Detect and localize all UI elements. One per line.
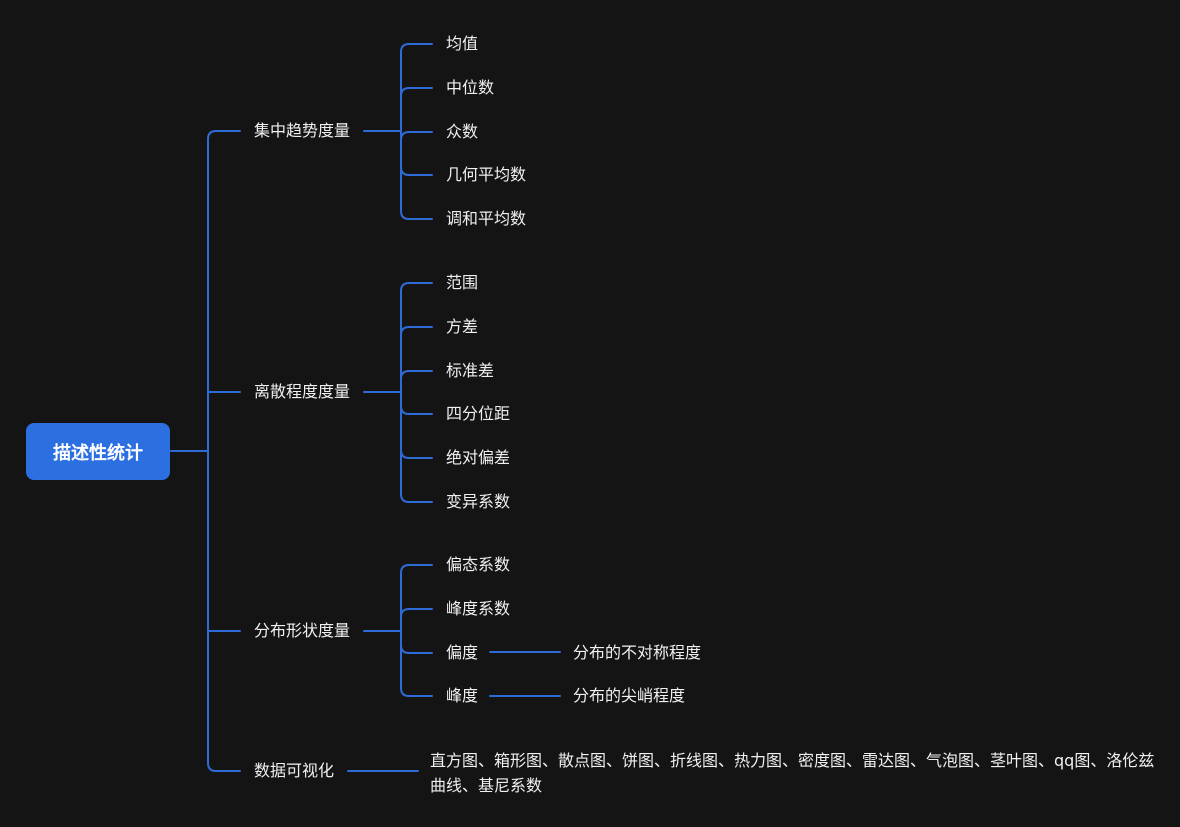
leaf-harmonic-mean[interactable]: 调和平均数	[446, 209, 527, 228]
leaf-skewness-coefficient[interactable]: 偏态系数	[446, 555, 511, 574]
leaf-absolute-deviation[interactable]: 绝对偏差	[446, 448, 511, 467]
leaf-visualization-list[interactable]: 直方图、箱形图、散点图、饼图、折线图、热力图、密度图、雷达图、气泡图、茎叶图、q…	[430, 751, 1155, 795]
leaf-skewness[interactable]: 偏度	[446, 643, 479, 662]
leaf-range[interactable]: 范围	[446, 273, 479, 292]
leaf-variance[interactable]: 方差	[446, 317, 479, 336]
leaf-median[interactable]: 中位数	[446, 78, 495, 97]
branch-central-tendency[interactable]: 集中趋势度量	[254, 121, 351, 140]
leaf-standard-deviation[interactable]: 标准差	[446, 361, 495, 380]
root-node[interactable]: 描述性统计	[26, 423, 170, 480]
leaf-interquartile-range[interactable]: 四分位距	[446, 404, 511, 423]
leaf-kurtosis[interactable]: 峰度	[446, 686, 479, 705]
leaf-coefficient-of-variation[interactable]: 变异系数	[446, 492, 511, 511]
branch-visualization[interactable]: 数据可视化	[254, 761, 335, 780]
branch-distribution-shape[interactable]: 分布形状度量	[254, 621, 351, 640]
leaf-mode[interactable]: 众数	[446, 122, 479, 141]
note-skewness[interactable]: 分布的不对称程度	[573, 643, 702, 662]
leaf-kurtosis-coefficient[interactable]: 峰度系数	[446, 599, 511, 618]
leaf-mean[interactable]: 均值	[446, 34, 479, 53]
note-kurtosis[interactable]: 分布的尖峭程度	[573, 686, 686, 705]
leaf-geometric-mean[interactable]: 几何平均数	[446, 165, 527, 184]
branch-dispersion[interactable]: 离散程度度量	[254, 382, 351, 401]
